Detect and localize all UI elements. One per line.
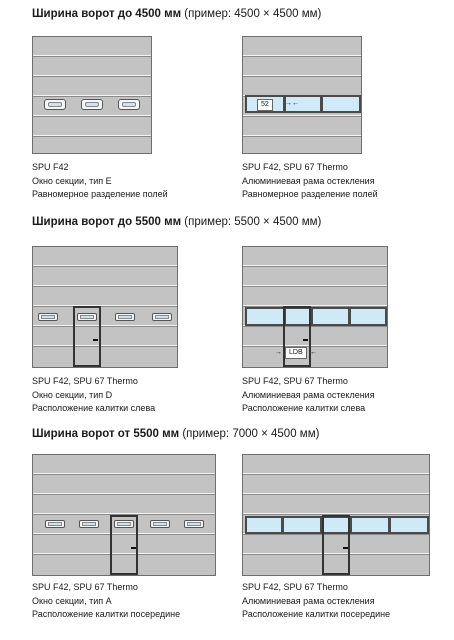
glazing-field xyxy=(245,307,285,326)
wicket-door xyxy=(110,515,138,575)
section-3-heading: Ширина ворот от 5500 мм (пример: 7000 × … xyxy=(32,428,319,440)
dimension-label: LDB xyxy=(285,347,307,359)
section-window-a xyxy=(114,520,134,528)
caption-line: SPU F42, SPU 67 Thermo xyxy=(242,162,348,172)
caption-line: Окно секции, тип D xyxy=(32,389,113,400)
caption-line: Расположение калитки посередине xyxy=(242,609,391,619)
caption-line: Окно секции, тип E xyxy=(32,175,112,186)
section-window-d xyxy=(115,313,135,321)
handle-icon xyxy=(303,339,308,341)
caption-line: SPU F42, SPU 67 Thermo xyxy=(242,376,348,386)
glazing-field xyxy=(321,95,361,113)
door-5500-window-d xyxy=(32,246,178,368)
caption-line: Расположение калитки слева xyxy=(32,403,156,413)
wicket-door xyxy=(73,306,101,367)
caption-7000-left: SPU F42, SPU 67 Thermo Окно секции, тип … xyxy=(32,581,180,622)
section-window-a xyxy=(184,520,204,528)
section-3-title-rest: (пример: 7000 × 4500 мм) xyxy=(179,428,320,440)
door-7000-aluminium-glazing xyxy=(242,454,430,576)
caption-line: Алюминиевая рама остекления xyxy=(242,389,375,400)
section-2-title-rest: (пример: 5500 × 4500 мм) xyxy=(181,216,322,228)
caption-line: SPU F42, SPU 67 Thermo xyxy=(32,582,138,592)
dimension-label: 52 xyxy=(257,99,273,111)
caption-4500-right: SPU F42, SPU 67 Thermo Алюминиевая рама … xyxy=(242,161,378,202)
wicket-door xyxy=(322,515,350,575)
caption-line: Равномерное разделение полей xyxy=(32,189,168,199)
handle-icon xyxy=(93,339,98,341)
glazing-field xyxy=(389,516,429,534)
caption-line: SPU F42, SPU 67 Thermo xyxy=(242,582,348,592)
caption-5500-left: SPU F42, SPU 67 Thermo Окно секции, тип … xyxy=(32,375,155,416)
section-3-title-bold: Ширина ворот от 5500 мм xyxy=(32,428,180,440)
section-window-e xyxy=(44,99,66,110)
door-7000-window-a xyxy=(32,454,216,576)
glazing-field xyxy=(349,307,387,326)
caption-5500-right: SPU F42, SPU 67 Thermo Алюминиевая рама … xyxy=(242,375,375,416)
glazing-field xyxy=(282,516,322,534)
section-window-d xyxy=(152,313,172,321)
section-window-e xyxy=(81,99,103,110)
section-window-d xyxy=(38,313,58,321)
caption-line: Алюминиевая рама остекления xyxy=(242,595,375,606)
caption-line: Окно секции, тип A xyxy=(32,595,112,606)
caption-line: SPU F42, SPU 67 Thermo xyxy=(32,376,138,386)
door-4500-window-e xyxy=(32,36,152,154)
section-1-heading: Ширина ворот до 4500 мм (пример: 4500 × … xyxy=(32,8,321,20)
caption-line: Равномерное разделение полей xyxy=(242,189,378,199)
glazing-field xyxy=(245,516,283,534)
section-window-a xyxy=(150,520,170,528)
section-1-title-bold: Ширина ворот до 4500 мм xyxy=(32,8,182,20)
door-5500-aluminium-glazing: → LDB ← xyxy=(242,246,388,368)
caption-line: SPU F42 xyxy=(32,162,69,172)
door-4500-aluminium-glazing: 52 →← xyxy=(242,36,362,154)
arrow-icon: →← xyxy=(285,100,299,107)
section-2-heading: Ширина ворот до 5500 мм (пример: 5500 × … xyxy=(32,216,321,228)
section-window-e xyxy=(118,99,140,110)
arrow-icon: ← xyxy=(310,349,317,356)
section-window-d xyxy=(77,313,97,321)
caption-4500-left: SPU F42 Окно секции, тип E Равномерное р… xyxy=(32,161,168,202)
caption-7000-right: SPU F42, SPU 67 Thermo Алюминиевая рама … xyxy=(242,581,390,622)
arrow-icon: → xyxy=(275,349,282,356)
section-2-title-bold: Ширина ворот до 5500 мм xyxy=(32,216,182,228)
caption-line: Алюминиевая рама остекления xyxy=(242,175,375,186)
glazing-field xyxy=(311,307,350,326)
section-window-a xyxy=(79,520,99,528)
section-1-title-rest: (пример: 4500 × 4500 мм) xyxy=(181,8,322,20)
handle-icon xyxy=(343,547,348,549)
glazing-field xyxy=(350,516,390,534)
wicket-door xyxy=(283,306,311,367)
section-window-a xyxy=(45,520,65,528)
handle-icon xyxy=(131,547,136,549)
caption-line: Расположение калитки слева xyxy=(242,403,366,413)
caption-line: Расположение калитки посередине xyxy=(32,609,181,619)
